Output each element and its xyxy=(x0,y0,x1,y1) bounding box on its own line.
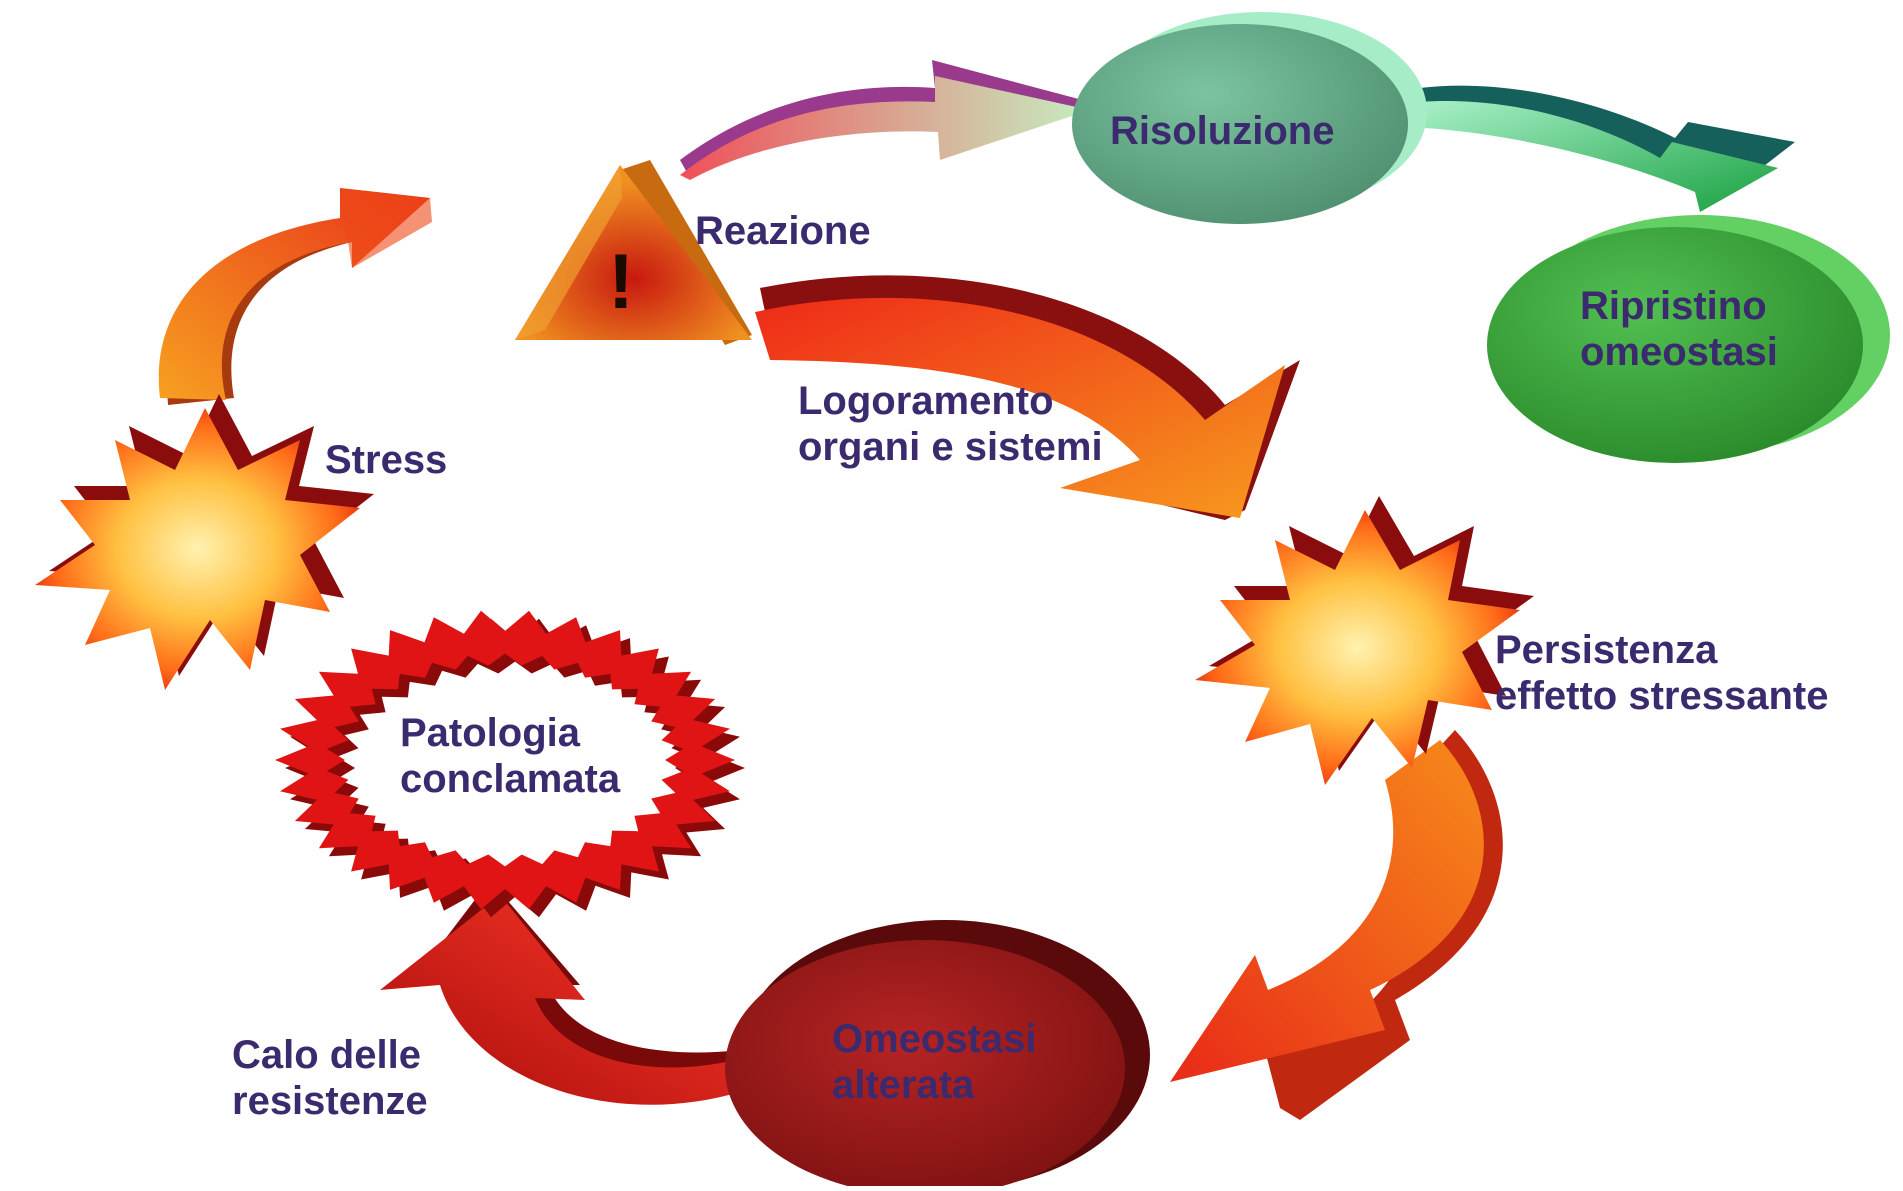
explosion-icon xyxy=(35,394,374,690)
arrow-logoramento xyxy=(755,275,1300,520)
arrow-persistenza-to-omeostasi xyxy=(1170,730,1503,1120)
jagged-ring-icon xyxy=(275,610,745,918)
node-risoluzione-shape xyxy=(1072,12,1427,224)
persistenza-label: Persistenza effetto stressante xyxy=(1495,628,1829,718)
patologia-label: Patologia conclamata xyxy=(400,711,621,801)
arrow-reazione-to-risoluzione xyxy=(680,60,1090,180)
explosion-icon xyxy=(1195,496,1534,785)
omeostasi-alterata-label: Omeostasi alterata xyxy=(832,1017,1037,1107)
node-ripristino-shape xyxy=(1487,215,1890,463)
warning-exclamation: ! xyxy=(608,237,634,325)
reazione-label: Reazione xyxy=(695,209,871,253)
logoramento-label: Logoramento organi e sistemi xyxy=(798,379,1103,469)
warning-triangle-icon xyxy=(515,160,752,345)
arrow-risoluzione-to-ripristino xyxy=(1420,85,1795,212)
node-omeostasi-alterata-shape xyxy=(725,920,1150,1191)
arrow-stress-to-reazione xyxy=(158,188,432,405)
risoluzione-label: Risoluzione xyxy=(1110,109,1335,153)
ripristino-omeostasi-label: Ripristino omeostasi xyxy=(1580,284,1778,374)
arrow-calo-resistenze xyxy=(380,880,740,1105)
calo-resistenze-label: Calo delle resistenze xyxy=(232,1033,428,1123)
stress-label: Stress xyxy=(325,438,448,482)
